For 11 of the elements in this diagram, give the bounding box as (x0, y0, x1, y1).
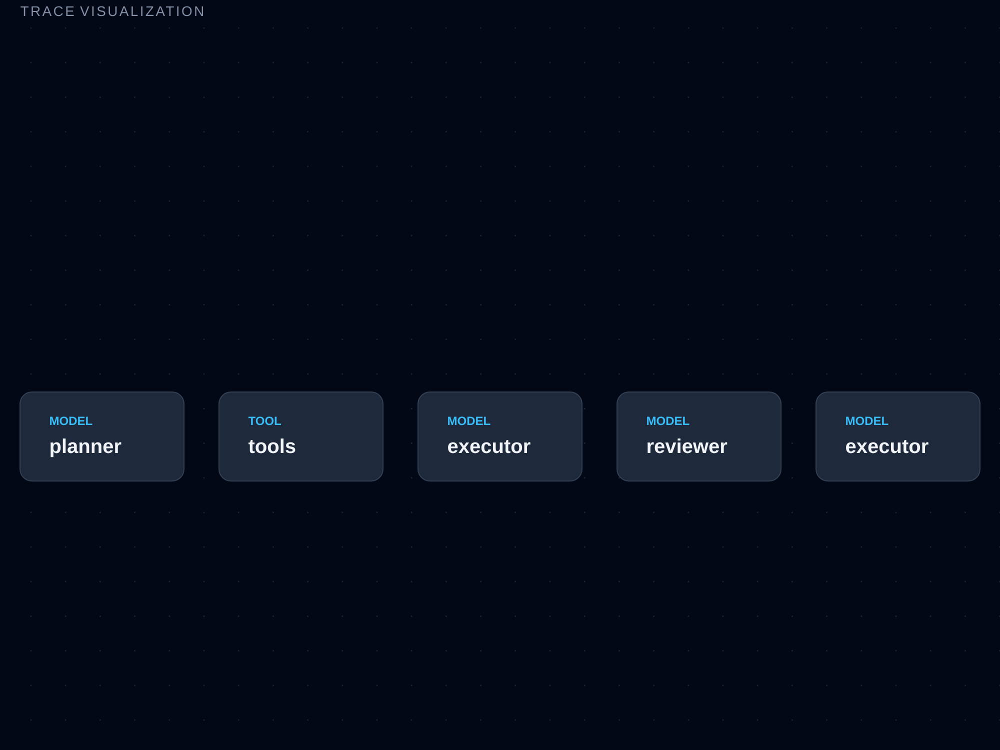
type-label: MODEL (50, 416, 92, 426)
node-title: executor (448, 440, 530, 454)
node-title: reviewer (648, 438, 728, 454)
type-label: MODEL (448, 416, 490, 426)
node-title: tools (248, 438, 296, 454)
title: TRACE VISUALIZATION (20, 6, 203, 16)
type-label: MODEL (846, 416, 888, 426)
node-title: planner (50, 438, 122, 458)
type-label: MODEL (647, 416, 690, 426)
type-label: TOOL (248, 416, 282, 426)
node-title: executor (846, 440, 928, 454)
